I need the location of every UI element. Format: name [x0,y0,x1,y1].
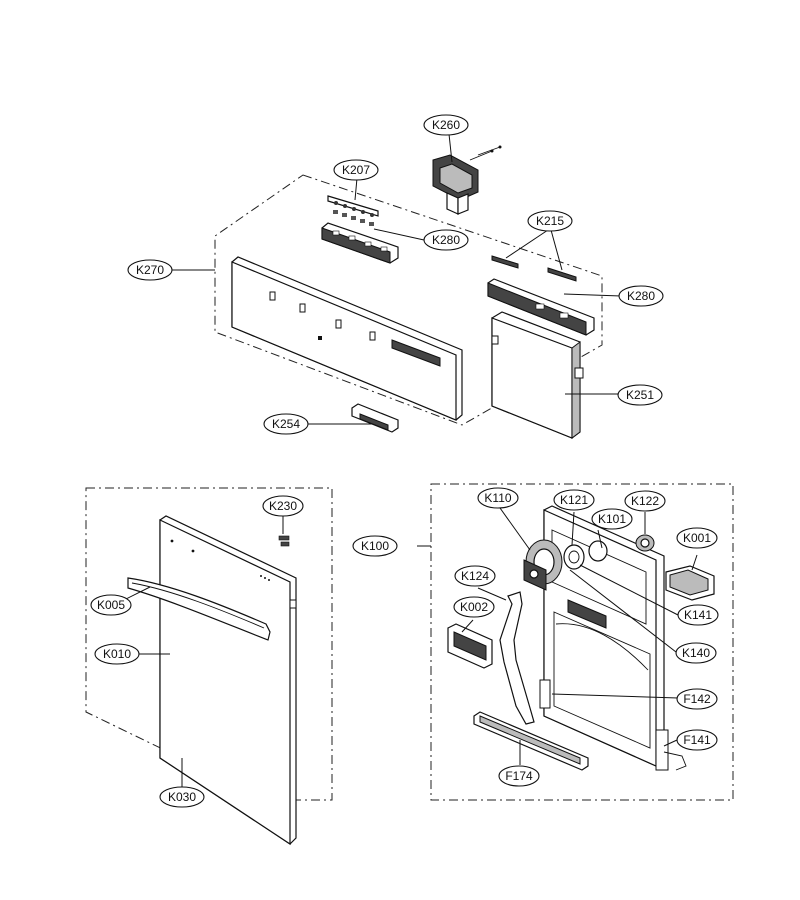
callout-k207: K207 [333,159,379,181]
callout-k270: K270 [127,259,173,281]
part-k101-port-ring [588,540,608,562]
callout-k280-right: K280 [618,285,664,307]
callout-k100: K100 [352,535,398,557]
callout-k122-label: K122 [631,494,659,508]
callout-k005-label: K005 [97,598,125,612]
callout-f142-label: F142 [683,692,711,706]
callout-k280-right-label: K280 [627,289,655,303]
callout-k101: K101 [591,508,633,530]
part-k207-button-strip [327,195,379,226]
part-k124-air-duct [499,591,535,725]
callout-k270-label: K270 [136,263,164,277]
part-k260-interlock [432,145,502,215]
callout-k254-label: K254 [272,417,300,431]
callout-k001: K001 [676,527,718,549]
callout-k280-left: K280 [423,229,469,251]
callout-k110: K110 [477,487,519,509]
callout-k100-label: K100 [361,539,389,553]
inner-door-assembly [417,483,734,801]
callout-k121-label: K121 [560,493,588,507]
part-k280-button-holder-left [321,222,399,264]
part-k270-control-panel [231,256,463,421]
callout-k251-label: K251 [626,388,654,402]
part-k122-cap [635,534,655,552]
part-k280-button-holder-right [487,278,595,336]
callout-k141-label: K141 [684,608,712,622]
inner-door-group-boundary [430,483,734,801]
part-k121-rinse-cap [563,544,585,570]
part-k101-inner-door-frame [539,505,687,771]
callout-k005: K005 [90,594,132,616]
callout-k124-label: K124 [461,569,489,583]
inner-door-leader-lines [417,507,698,765]
callout-k002: K002 [453,596,495,618]
control-panel-assembly [172,133,622,439]
callout-k002-label: K002 [460,600,488,614]
callout-k001-label: K001 [683,531,711,545]
callout-k254: K254 [263,413,309,435]
callout-k030: K030 [159,786,205,808]
part-k230-badge [278,535,290,547]
callout-k110-label: K110 [484,491,511,505]
callout-k030-label: K030 [168,790,196,804]
part-k254-switch [351,403,399,433]
callout-k140-label: K140 [682,646,710,660]
callout-k215-label: K215 [536,214,564,228]
callout-f141: F141 [676,729,718,751]
part-k251-control-board [491,311,584,439]
part-k001-vent [665,565,715,601]
callout-k251: K251 [617,384,663,406]
callout-f142: F142 [676,688,718,710]
callout-k101-label: K101 [598,512,626,526]
top-leader-lines [172,133,622,425]
callout-f174-label: F174 [505,769,533,783]
door-panel-group-boundary [85,487,333,801]
callout-k215: K215 [527,210,573,232]
callout-k010-label: K010 [103,647,131,661]
callout-k010: K010 [94,643,140,665]
callout-k124: K124 [454,565,496,587]
callout-k230-label: K230 [269,499,297,513]
door-panel-assembly [85,487,333,846]
callout-k140: K140 [675,642,717,664]
callout-k260-label: K260 [432,118,460,132]
callout-k230: K230 [262,495,304,517]
callout-f174: F174 [498,765,540,787]
callout-k280-left-label: K280 [432,233,460,247]
part-k215-button-strips [491,255,577,282]
part-k005-handle [127,577,271,641]
callout-f141-label: F141 [683,733,711,747]
callout-k260: K260 [423,114,469,136]
part-f174-bottom-trim [473,711,589,771]
part-k002-gasket [447,623,493,669]
callout-k141: K141 [677,604,719,626]
callout-k121: K121 [553,489,595,511]
control-panel-group-boundary [214,174,603,426]
callout-k207-label: K207 [342,163,370,177]
part-k110-dispenser [523,539,563,591]
callout-k122: K122 [624,490,666,512]
